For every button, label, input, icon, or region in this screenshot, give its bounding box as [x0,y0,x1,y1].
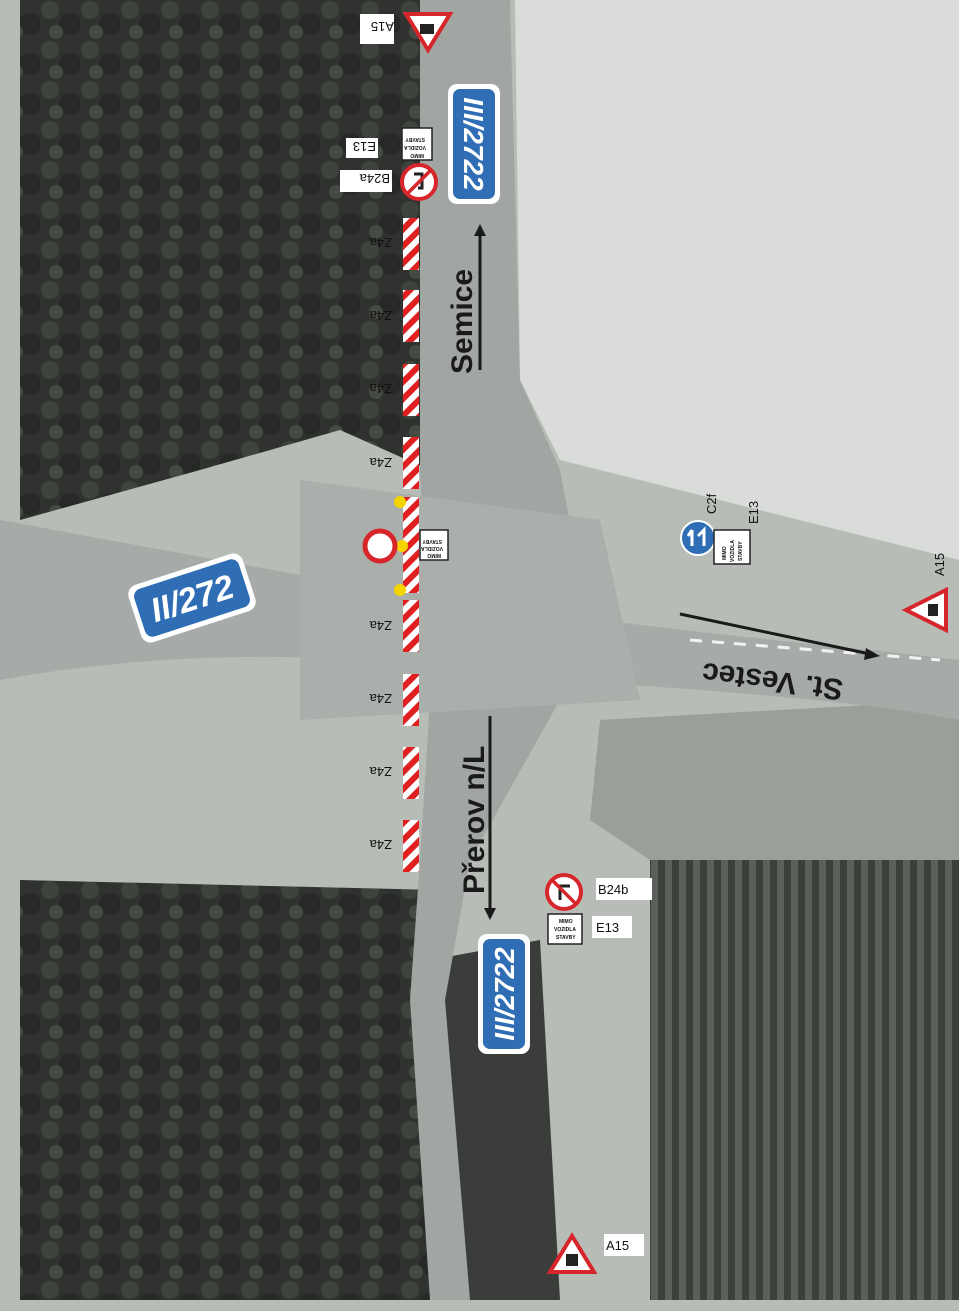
sign-e13-right: MIMO VOZIDLA STAVBY E13 [713,501,761,565]
sign-c2f: C2f [680,493,719,556]
plate-line: VOZIDLA [730,540,736,562]
z4a-barrier [403,820,419,872]
z4a-barrier-center [403,497,419,593]
z4a-barrier [403,674,419,726]
z4a-label: Z4a [369,837,392,852]
plate-line: STAVBY [405,136,425,142]
z4a-barrier [403,364,419,416]
z4a-label: Z4a [369,308,392,323]
road-name-prerov: Přerov n/L [458,746,491,894]
sign-a15-top: A15 [371,12,454,54]
arrow-up-icon [474,224,486,236]
sign-b24a: B24a [359,163,438,201]
warning-lamp [394,584,406,596]
z4a-barrier [403,747,419,799]
z4a-barrier [403,290,419,342]
label-backgrounds [340,14,652,1256]
sign-b24b: B24b [545,873,628,911]
a15-label: A15 [606,1238,629,1253]
z4a-labels: Z4a Z4a Z4a Z4a Z4a Z4a Z4a Z4a [369,235,392,852]
z4a-label: Z4a [369,618,392,633]
sign-a15-right: A15 [901,553,948,634]
plate-line: STAVBY [422,538,442,544]
roadworks-warning-icon [901,586,948,634]
z4a-label: Z4a [369,235,392,250]
e13-label: E13 [353,139,376,154]
direction-prerov: Přerov n/L [458,716,496,920]
route-shield-iii-2722-top: III/2722 [448,84,500,204]
b24b-label: B24b [598,882,628,897]
a15-label: A15 [371,19,394,34]
plate-line: MIMO [722,546,728,560]
supplementary-plate-icon [547,913,583,945]
z4a-label: Z4a [369,381,392,396]
plate-line: STAVBY [738,541,744,561]
sign-no-entry: MIMO VOZIDLA STAVBY [362,528,449,564]
c2f-label: C2f [704,493,719,514]
route-number: III/2722 [458,97,489,191]
vineyard-area [650,860,959,1300]
plate-line: MIMO [427,552,441,558]
supplementary-plate-icon [401,127,433,161]
z4a-label: Z4a [369,764,392,779]
sign-e13-top: MIMO VOZIDLA STAVBY E13 [353,127,433,161]
sign-a15-bottom: A15 [546,1232,629,1274]
b24a-label: B24a [359,171,390,186]
plate-line: VOZIDLA [421,545,443,551]
forest-area [20,0,430,520]
sign-e13-bottom: MIMO VOZIDLA STAVBY E13 [547,913,619,945]
warning-lamp [396,540,408,552]
direction-semice: Semice [446,224,486,374]
e13-label: E13 [746,501,761,524]
field-area [515,0,959,560]
z4a-barrier [403,437,419,489]
road-name-semice: Semice [446,269,479,374]
barrier-line [394,218,419,872]
plate-line: VOZIDLA [554,927,576,933]
supplementary-plate-icon [713,529,751,565]
warning-lamp [394,496,406,508]
route-shield-iii-2722-bottom: III/2722 [478,934,530,1054]
supplementary-plate-icon [419,529,449,561]
no-vehicles-icon [362,528,398,564]
z4a-label: Z4a [369,691,392,706]
z4a-barrier [403,600,419,652]
z4a-barrier [403,218,419,270]
plate-line: MIMO [559,919,573,925]
tree-belt [20,880,520,1300]
scrub-area [590,700,959,860]
plate-line: STAVBY [556,935,576,941]
route-number: III/2722 [489,947,520,1041]
arrow-down-icon [484,908,496,920]
arrow-right-icon [864,648,880,660]
plate-line: VOZIDLA [404,144,426,150]
plate-line: MIMO [410,152,424,158]
lane-markings [689,638,941,662]
mandatory-direction-icon [680,520,716,556]
z4a-label: Z4a [369,455,392,470]
e13-label: E13 [596,920,619,935]
a15-label: A15 [932,553,947,576]
